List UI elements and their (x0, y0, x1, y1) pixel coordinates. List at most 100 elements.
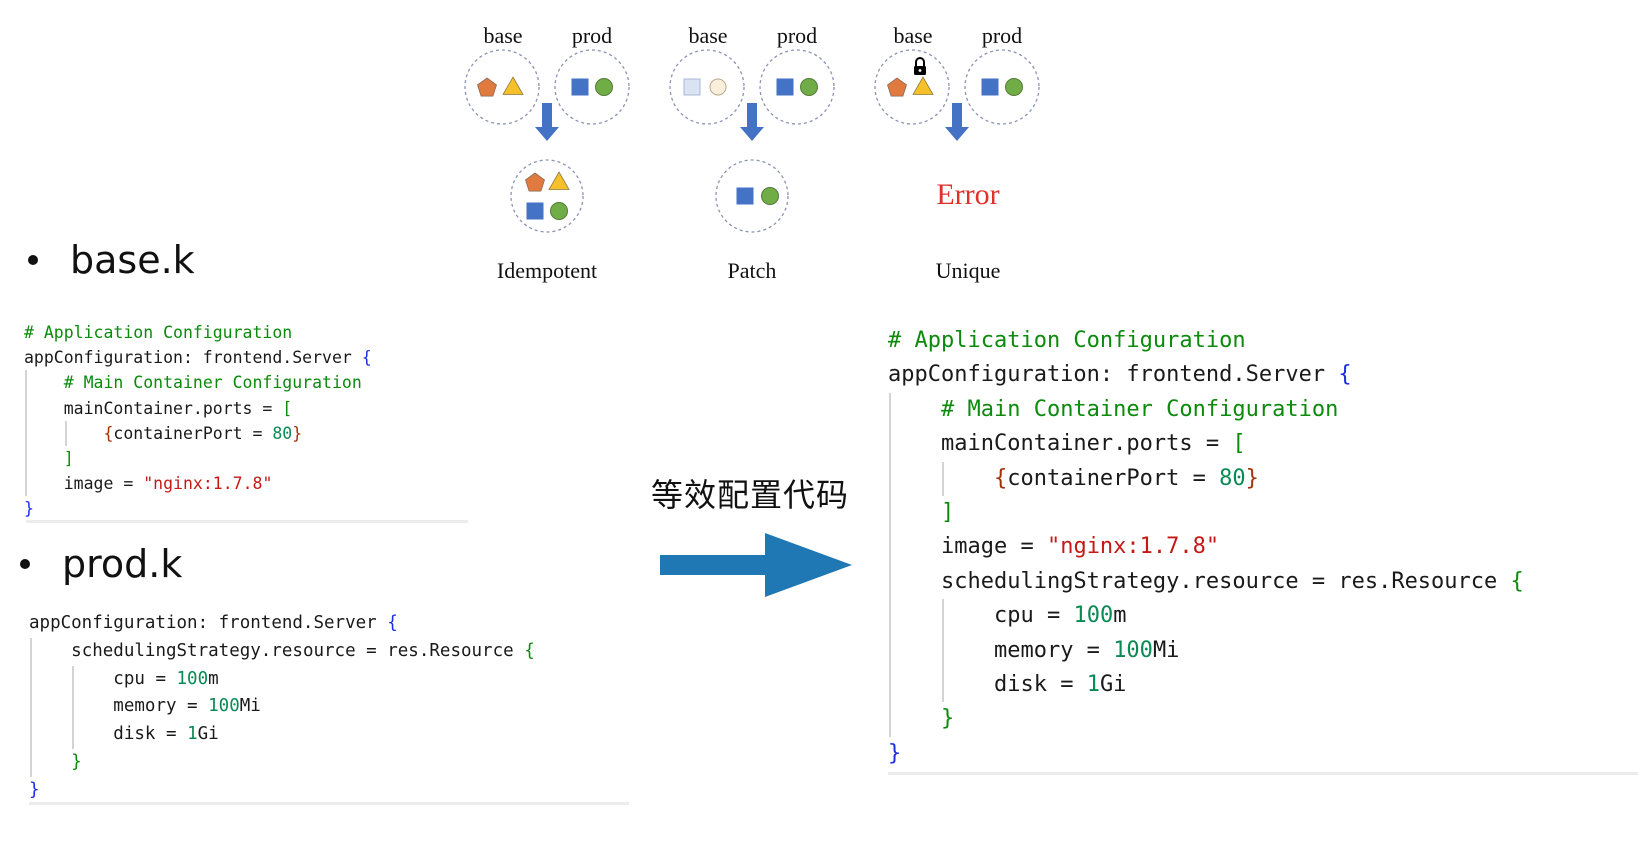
square-shape (526, 202, 544, 220)
square-shape (776, 78, 794, 96)
lock-icon (915, 57, 925, 66)
strategy-caption: Patch (728, 258, 777, 283)
code-line: appConfiguration: frontend.Server { (888, 358, 1524, 392)
code-token: disk = (113, 724, 188, 745)
strategy-caption: Unique (936, 258, 1001, 283)
code-line: # Main Container Configuration (24, 370, 372, 395)
code-token: { (387, 613, 398, 633)
code-block-divider (26, 520, 468, 523)
code-token: } (29, 779, 40, 800)
code-token: } (940, 706, 955, 732)
circle-shape (709, 78, 727, 96)
error-result-text: Error (936, 178, 999, 211)
pentagon-shape (477, 77, 497, 97)
code-token: { (524, 640, 535, 661)
code-number: 100 (208, 696, 240, 717)
set-label-base: base (688, 23, 727, 48)
bullet-base-file: base.k (28, 238, 195, 282)
code-number: 1 (187, 724, 198, 745)
code-line: } (24, 496, 372, 521)
code-token: memory = (993, 637, 1114, 663)
indent-guide (72, 665, 75, 749)
code-token: Gi (1099, 672, 1127, 698)
indent-guide (889, 392, 891, 737)
code-number: 100 (1113, 637, 1153, 663)
triangle-shape (912, 76, 934, 95)
code-line: cpu = 100m (888, 599, 1524, 633)
code-token: cpu = (113, 668, 177, 689)
code-line: image = "nginx:1.7.8" (24, 471, 372, 496)
circle-shape (595, 78, 613, 96)
set-circle (964, 49, 1040, 125)
code-line: schedulingStrategy.resource = res.Resour… (888, 565, 1524, 599)
pentagon-shape (887, 77, 907, 97)
code-token: } (888, 740, 902, 766)
code-token: { (1510, 568, 1524, 594)
code-line: } (888, 737, 1524, 771)
indent-guide (64, 420, 67, 446)
set-circle (715, 159, 789, 233)
code-token: schedulingStrategy.resource = res.Resour… (71, 640, 525, 661)
set-label-prod: prod (572, 23, 612, 48)
code-token: appConfiguration: frontend.Server (24, 348, 362, 368)
triangle-shape (502, 76, 524, 95)
code-number: 1 (1086, 672, 1100, 698)
pentagon-shape (525, 172, 545, 192)
code-token: mainContainer.ports = (940, 431, 1233, 457)
code-token: containerPort = (113, 423, 273, 443)
code-line: appConfiguration: frontend.Server { (29, 610, 535, 638)
code-token: cpu = (993, 603, 1074, 629)
code-line: mainContainer.ports = [ (888, 427, 1524, 461)
code-line: schedulingStrategy.resource = res.Resour… (29, 638, 535, 666)
code-token: Mi (1152, 637, 1180, 663)
set-circle (464, 49, 540, 125)
bullet-prod-label: prod.k (62, 542, 183, 586)
code-token: containerPort = (1007, 465, 1220, 491)
triangle-shape (548, 171, 570, 190)
code-token: { (1338, 362, 1352, 388)
set-label-base: base (483, 23, 522, 48)
bullet-base-label: base.k (70, 238, 195, 282)
code-token: { (361, 348, 372, 368)
bullet-prod-file: prod.k (20, 542, 182, 586)
code-comment: # Main Container Configuration (940, 396, 1339, 422)
code-token: image = (63, 474, 144, 494)
indent-guide (942, 461, 944, 496)
code-string: "nginx:1.7.8" (143, 474, 273, 494)
code-line: {containerPort = 80} (24, 421, 372, 446)
code-token: appConfiguration: frontend.Server (29, 613, 388, 633)
code-line: # Application Configuration (24, 320, 372, 345)
code-line: appConfiguration: frontend.Server { (24, 345, 372, 370)
code-token: Gi (197, 724, 219, 745)
code-token: schedulingStrategy.resource = res.Resour… (940, 568, 1511, 594)
code-line: memory = 100Mi (29, 693, 535, 721)
code-token: appConfiguration: frontend.Server (888, 362, 1339, 388)
code-block-prod: appConfiguration: frontend.Server { sche… (29, 610, 535, 805)
code-line: # Main Container Configuration (888, 393, 1524, 427)
code-line: image = "nginx:1.7.8" (888, 530, 1524, 564)
down-arrow-icon (945, 103, 969, 141)
down-arrow-icon (740, 103, 764, 141)
code-number: 80 (1219, 465, 1246, 491)
indent-guide (30, 637, 32, 777)
code-token: } (71, 751, 82, 772)
code-token: { (993, 465, 1008, 491)
code-block-divider (888, 772, 1638, 775)
indent-guide (942, 599, 944, 703)
code-line: memory = 100Mi (888, 634, 1524, 668)
circle-shape (550, 202, 568, 220)
code-token: { (103, 423, 114, 443)
right-arrow-icon (660, 533, 852, 597)
code-line: disk = 1Gi (29, 721, 535, 749)
code-comment: # Main Container Configuration (63, 373, 362, 393)
code-token: disk = (993, 672, 1087, 698)
set-label-base: base (893, 23, 932, 48)
bullet-dot-icon (28, 255, 38, 265)
circle-shape (1005, 78, 1023, 96)
set-circle (510, 159, 584, 233)
code-token: [ (1232, 431, 1246, 457)
square-shape (683, 78, 701, 96)
indent-guide (25, 370, 27, 497)
